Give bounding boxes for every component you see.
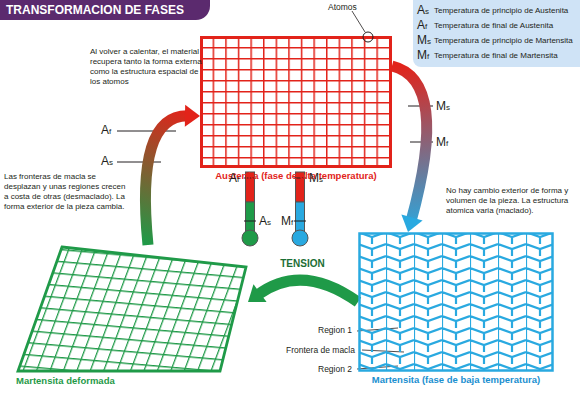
austenite-phase: Austenita (fase de alta temperatura)	[200, 36, 392, 182]
legend-text: Temperatura de principio de Austenita	[434, 6, 568, 16]
edge-label: TENSION	[280, 258, 324, 270]
thermometer	[292, 172, 308, 246]
drawing-rect	[296, 202, 305, 234]
title-bar: TRANSFORMACION DE FASES	[0, 0, 210, 20]
phase-caption: Austenita (fase de alta temperatura)	[200, 170, 392, 182]
temperature-symbol: Mf	[436, 135, 448, 151]
temperature-symbol: Af	[417, 18, 434, 34]
temperature-symbol: As	[417, 3, 434, 19]
arrow-head	[185, 105, 200, 127]
arrow-body	[145, 116, 188, 245]
phase-arrow	[145, 105, 200, 245]
temperature-symbol: As	[259, 214, 271, 230]
drawing-rect	[16, 245, 248, 373]
temperature-symbol: Ms	[417, 33, 434, 49]
note-text: Al volver a calentar, el material recupe…	[90, 47, 202, 87]
drawing-polygon	[18, 247, 246, 371]
martensite-lattice	[358, 232, 554, 372]
temperature-symbol: Mf	[417, 48, 434, 64]
drawing-rect	[360, 234, 553, 371]
boundary-label: Frontera de macla	[286, 345, 355, 355]
deformed-lattice	[16, 245, 248, 373]
atom-label: Atomos	[328, 2, 357, 12]
legend-text: Temperatura de final de Austenita	[434, 21, 553, 31]
phase-arrow	[248, 280, 358, 302]
drawing-line	[117, 162, 161, 163]
legend-row: MfTemperatura de final de Martensita	[417, 48, 576, 63]
arrow-body	[392, 66, 427, 220]
arrow-head	[248, 284, 267, 302]
deformed-martensite: Martensita deformada	[16, 245, 248, 387]
drawing-rect	[202, 38, 391, 167]
region-label: Region 1	[318, 325, 352, 335]
arrow-body	[258, 280, 358, 302]
legend-box: AsTemperatura de principio de AustenitaA…	[413, 0, 580, 67]
temperature-symbol: Ms	[309, 171, 323, 187]
temperature-symbol: Af	[229, 171, 239, 187]
phase-arrow	[392, 66, 427, 232]
atom-marker	[363, 32, 373, 42]
drawing-line	[117, 131, 176, 132]
legend-text: Temperatura de final de Martensita	[434, 51, 558, 61]
legend-text: Temperatura de principio de Martensita	[434, 36, 573, 46]
phase-caption: Martensita (fase de baja temperatura)	[358, 374, 554, 386]
austenite-lattice	[200, 36, 392, 168]
drawing-line	[244, 221, 256, 222]
legend-row: MsTemperatura de principio de Martensita	[417, 33, 576, 48]
legend-row: AfTemperatura de final de Austenita	[417, 18, 576, 33]
drawing-circle	[292, 230, 308, 246]
leader-line	[352, 11, 365, 32]
region-label: Region 2	[318, 364, 352, 374]
thermometer	[242, 172, 258, 246]
drawing-rect	[246, 202, 255, 234]
drawing-circle	[242, 230, 258, 246]
legend-row: AsTemperatura de principio de Austenita	[417, 3, 576, 18]
arrow-head	[401, 215, 422, 232]
temperature-symbol: Mf	[281, 214, 293, 230]
drawing-line	[294, 221, 306, 222]
note-text: No hay cambio exterior de forma y volume…	[446, 186, 576, 216]
martensite-phase: Martensita (fase de baja temperatura)	[358, 232, 554, 386]
temperature-symbol: Ms	[436, 99, 450, 115]
temperature-symbol: As	[101, 154, 113, 170]
temperature-symbol: Af	[101, 123, 111, 139]
phase-caption: Martensita deformada	[16, 375, 248, 387]
note-text: Las fronteras de macla se desplazan y un…	[4, 172, 132, 212]
